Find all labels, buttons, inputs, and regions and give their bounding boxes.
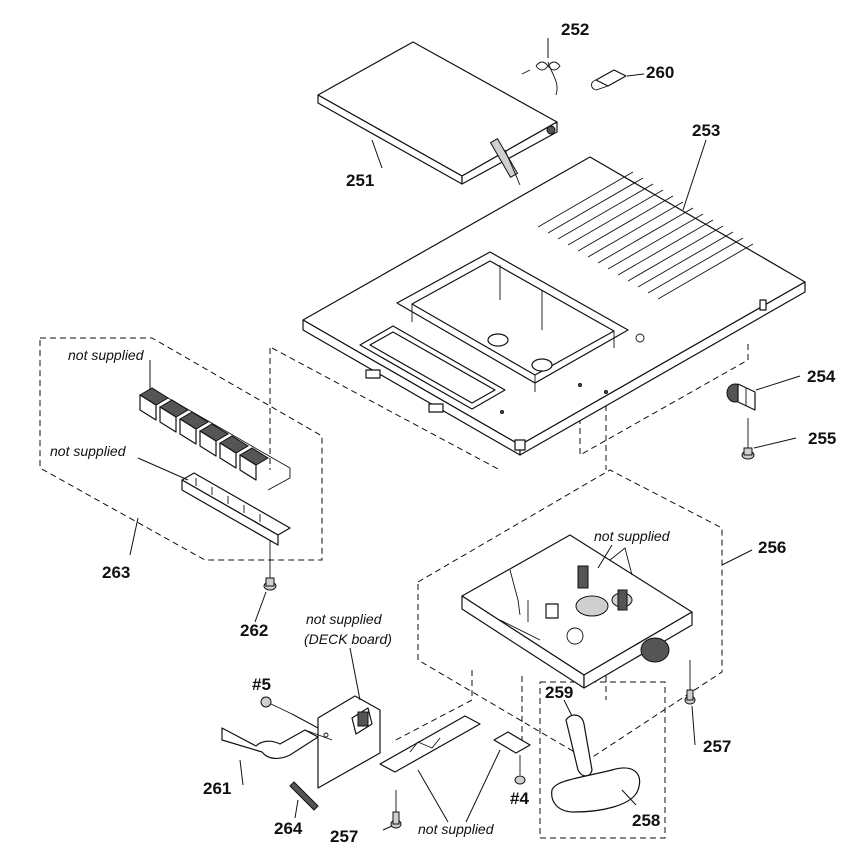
label-262: 262: [240, 621, 268, 640]
bracket-254: [726, 383, 756, 411]
note-not-supplied-bracket: not supplied: [50, 443, 127, 459]
cushion-260: [591, 69, 627, 91]
group-outline-256: [417, 469, 723, 761]
top-cabinet-253: [302, 156, 806, 456]
label-252: 252: [561, 20, 589, 39]
screw-262: [263, 540, 277, 591]
label-261: 261: [203, 779, 231, 798]
label-258: 258: [632, 811, 660, 830]
part-labels: 252 260 253 251 254 255 256 263 262 259 …: [102, 20, 836, 846]
vent-slots: [537, 171, 754, 300]
label-254: 254: [807, 367, 836, 386]
note-not-supplied-buttons: not supplied: [68, 347, 145, 363]
alignment-lines: [269, 340, 749, 745]
group-outline-263: [39, 337, 323, 561]
label-251: 251: [346, 171, 374, 190]
label-255: 255: [808, 429, 836, 448]
group-outline-258-259: [539, 681, 666, 839]
note-not-supplied-mechanism: not supplied: [594, 528, 671, 544]
label-screw-5: #5: [252, 675, 271, 694]
label-260: 260: [646, 63, 674, 82]
label-259: 259: [545, 683, 573, 702]
label-253: 253: [692, 121, 720, 140]
lid-251: [317, 41, 558, 186]
label-screw-4: #4: [510, 789, 529, 808]
label-257-right: 257: [703, 737, 731, 756]
pin-264: [289, 781, 319, 811]
note-not-supplied-deck-line1: not supplied: [306, 611, 383, 627]
screw-257-right: [684, 660, 696, 705]
note-not-supplied-deck-line2: (DECK board): [304, 631, 392, 647]
label-264: 264: [274, 819, 303, 838]
small-bracket: [493, 731, 531, 785]
label-256: 256: [758, 538, 786, 557]
leader-lines: [129, 38, 801, 831]
label-257-bottom: 257: [330, 827, 358, 846]
bracket-plate: [379, 715, 481, 773]
note-labels: not supplied not supplied not supplied n…: [50, 347, 671, 837]
spring-252: [521, 61, 561, 96]
label-263: 263: [102, 563, 130, 582]
mechanism-deck-256: [461, 534, 693, 689]
deck-board: [317, 695, 381, 789]
button-assembly-263: [139, 387, 291, 546]
flat-cable-261: [221, 727, 333, 759]
screw-5: [260, 696, 319, 729]
screw-255: [741, 418, 755, 460]
note-not-supplied-plate: not supplied: [418, 821, 495, 837]
screw-257-bottom: [390, 790, 402, 829]
part-258: [551, 767, 641, 813]
